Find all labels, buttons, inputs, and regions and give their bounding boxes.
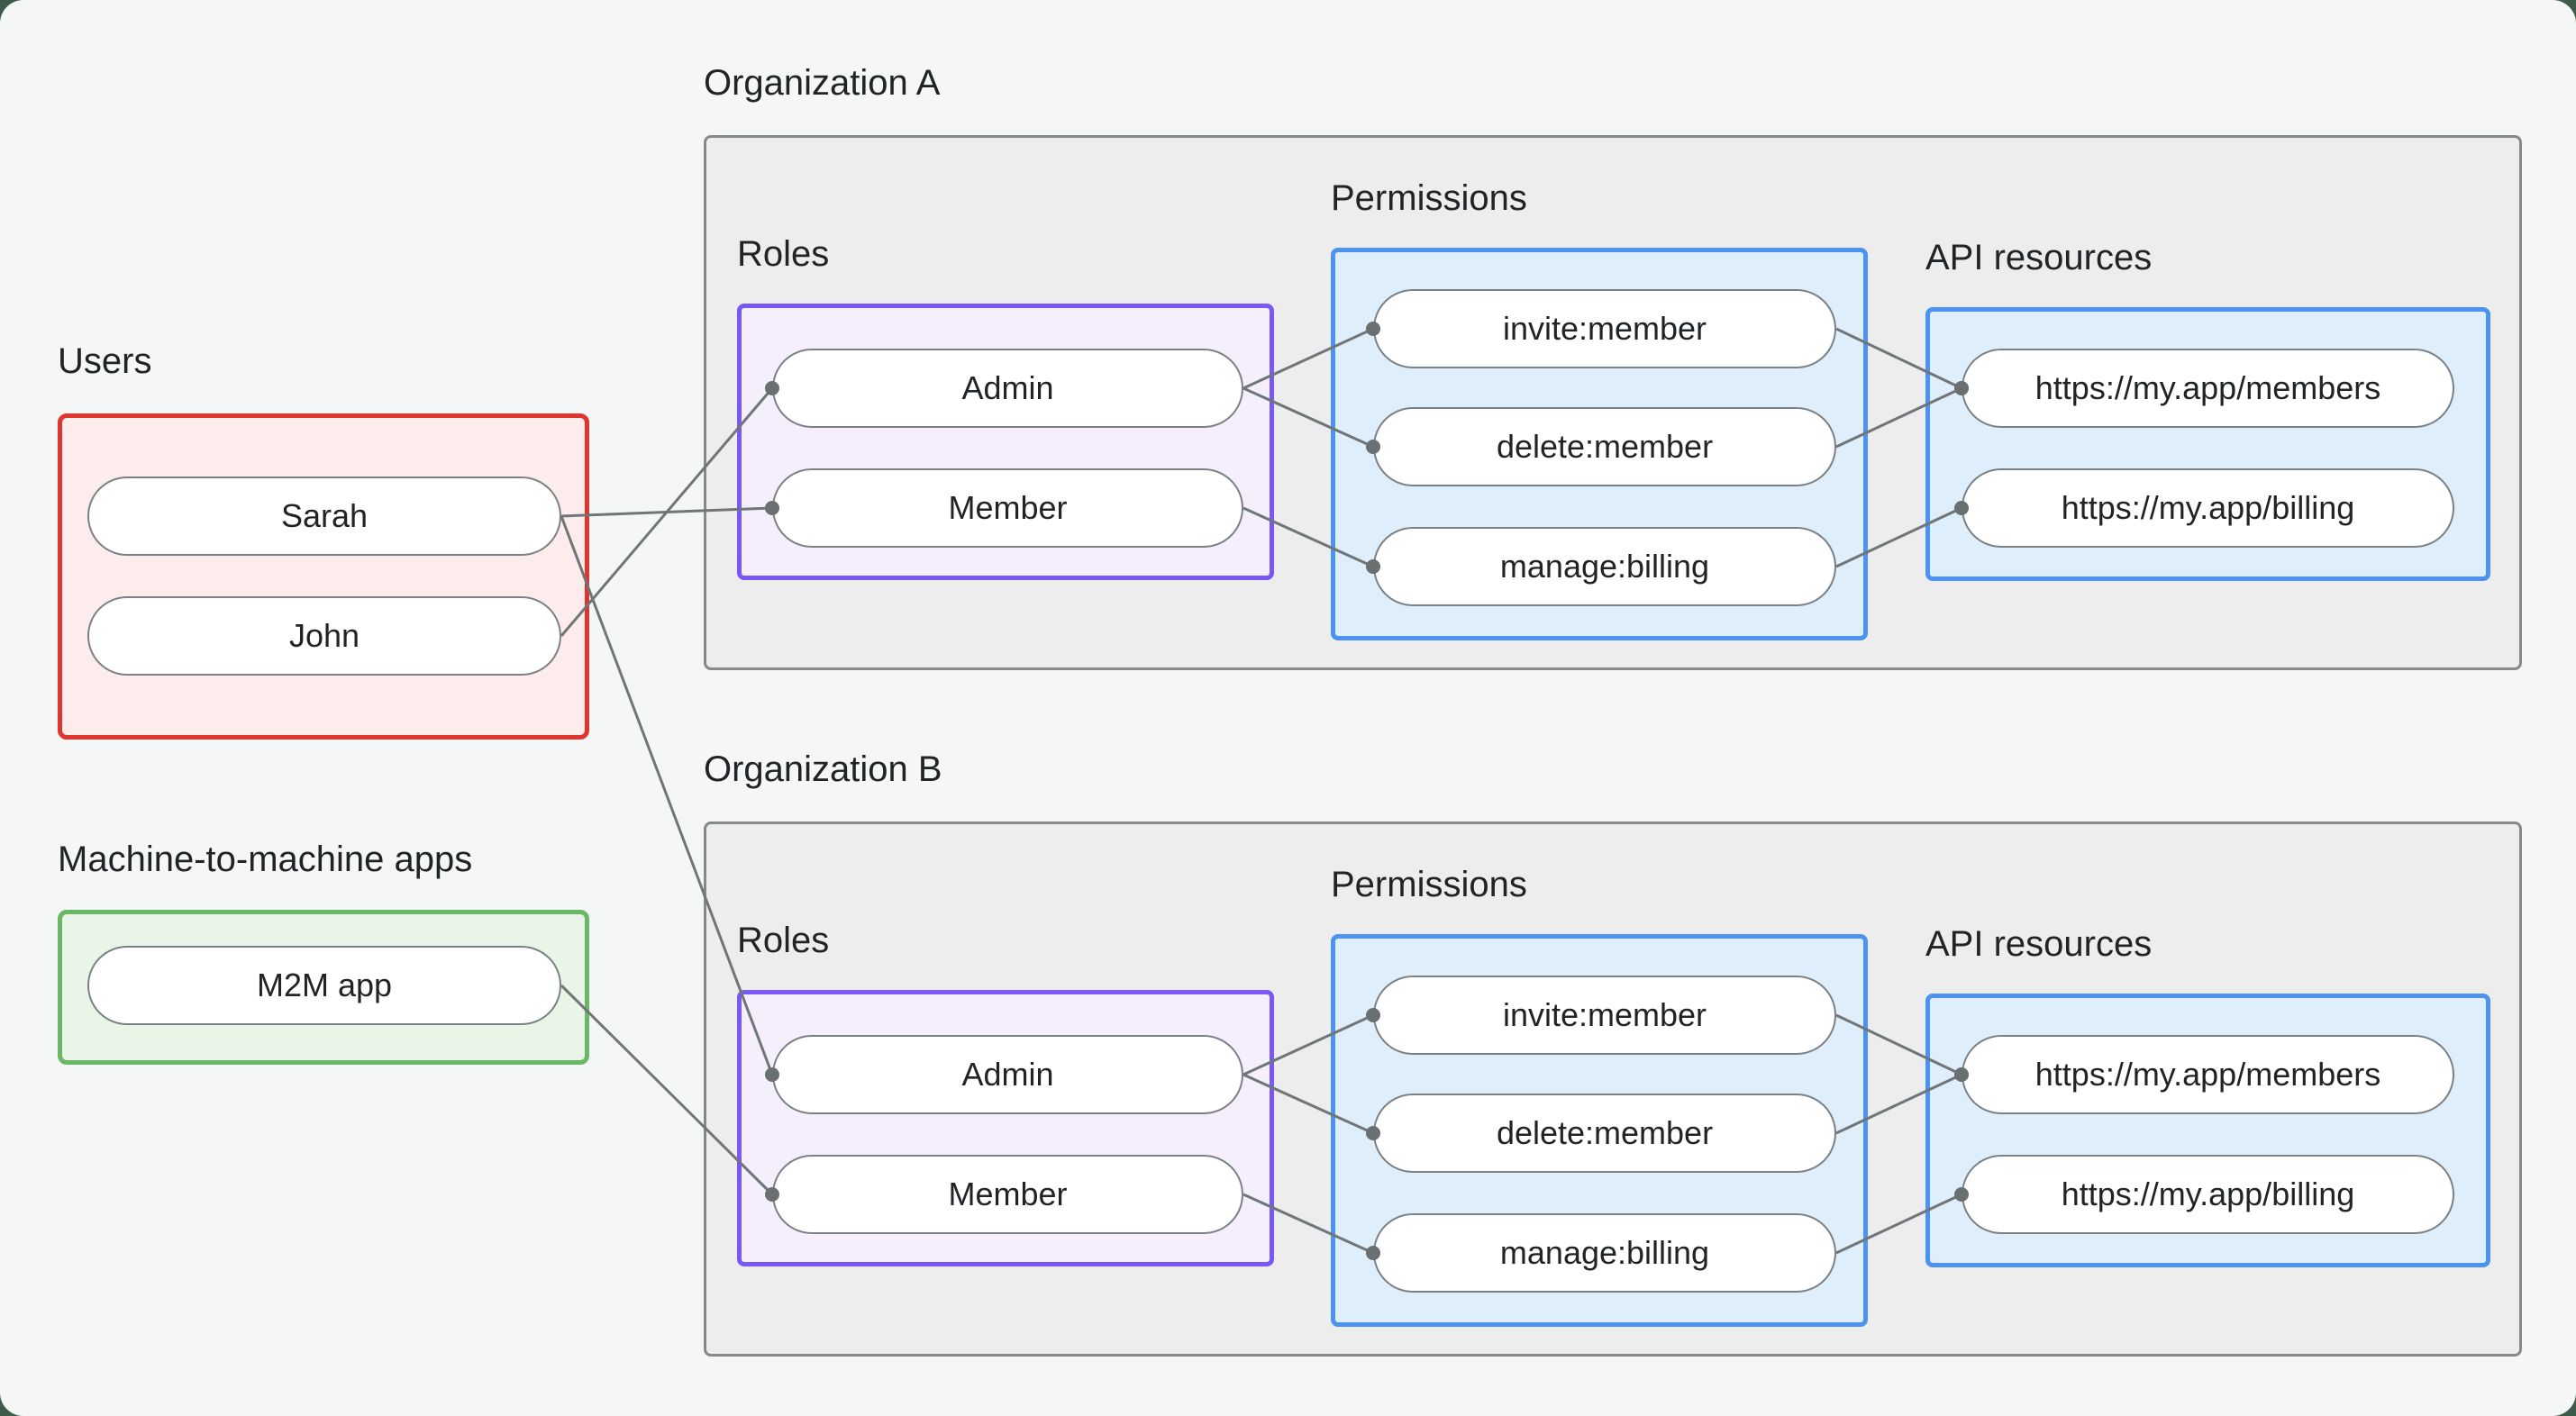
node-org-b-role-member-label: Member bbox=[948, 1175, 1068, 1212]
node-org-b-api-billing[interactable]: https://my.app/billing bbox=[1962, 1155, 2454, 1234]
node-org-a-api-members-label: https://my.app/members bbox=[2034, 369, 2381, 406]
node-org-a-api-billing[interactable]: https://my.app/billing bbox=[1962, 468, 2454, 548]
node-org-a-permission-manage-billing-label: manage:billing bbox=[1499, 548, 1710, 585]
node-org-b-role-admin[interactable]: Admin bbox=[772, 1035, 1243, 1114]
node-org-a-permission-manage-billing[interactable]: manage:billing bbox=[1373, 527, 1836, 606]
node-org-a-role-member-label: Member bbox=[948, 489, 1068, 526]
node-user-john[interactable]: John bbox=[87, 596, 561, 676]
node-org-b-permission-manage-billing[interactable]: manage:billing bbox=[1373, 1213, 1836, 1293]
node-m2m-app-label: M2M app bbox=[256, 967, 393, 1003]
users-group-box bbox=[58, 413, 589, 740]
node-org-b-permission-invite-member-label: invite:member bbox=[1502, 996, 1707, 1033]
node-user-john-label: John bbox=[288, 617, 360, 654]
org-a-permissions-label: Permissions bbox=[1331, 178, 1527, 218]
org-a-roles-label: Roles bbox=[737, 234, 830, 274]
org-b-title: Organization B bbox=[704, 749, 942, 789]
users-group-label: Users bbox=[58, 341, 152, 381]
org-a-title: Organization A bbox=[704, 63, 941, 103]
node-org-b-role-admin-label: Admin bbox=[961, 1056, 1054, 1093]
node-m2m-app[interactable]: M2M app bbox=[87, 946, 561, 1025]
node-user-sarah[interactable]: Sarah bbox=[87, 477, 561, 556]
m2m-group-label: Machine-to-machine apps bbox=[58, 840, 473, 879]
node-org-b-permission-delete-member-label: delete:member bbox=[1496, 1114, 1714, 1151]
node-org-a-api-members[interactable]: https://my.app/members bbox=[1962, 349, 2454, 428]
node-org-a-permission-delete-member-label: delete:member bbox=[1496, 428, 1714, 465]
node-org-b-api-members-label: https://my.app/members bbox=[2034, 1056, 2381, 1093]
node-org-a-role-admin[interactable]: Admin bbox=[772, 349, 1243, 428]
org-b-roles-label: Roles bbox=[737, 921, 830, 960]
node-org-a-role-member[interactable]: Member bbox=[772, 468, 1243, 548]
node-org-b-api-billing-label: https://my.app/billing bbox=[2061, 1175, 2355, 1212]
node-org-a-role-admin-label: Admin bbox=[961, 369, 1054, 406]
node-org-b-permission-invite-member[interactable]: invite:member bbox=[1373, 976, 1836, 1055]
node-org-b-role-member[interactable]: Member bbox=[772, 1155, 1243, 1234]
node-user-sarah-label: Sarah bbox=[280, 497, 369, 534]
node-org-b-permission-manage-billing-label: manage:billing bbox=[1499, 1234, 1710, 1271]
org-b-api-resources-label: API resources bbox=[1925, 924, 2153, 964]
node-org-a-permission-delete-member[interactable]: delete:member bbox=[1373, 407, 1836, 486]
node-org-b-permission-delete-member[interactable]: delete:member bbox=[1373, 1094, 1836, 1173]
node-org-a-permission-invite-member[interactable]: invite:member bbox=[1373, 289, 1836, 368]
node-org-b-api-members[interactable]: https://my.app/members bbox=[1962, 1035, 2454, 1114]
node-org-a-api-billing-label: https://my.app/billing bbox=[2061, 489, 2355, 526]
node-org-a-permission-invite-member-label: invite:member bbox=[1502, 310, 1707, 347]
org-b-permissions-label: Permissions bbox=[1331, 865, 1527, 904]
org-a-api-resources-label: API resources bbox=[1925, 238, 2153, 277]
